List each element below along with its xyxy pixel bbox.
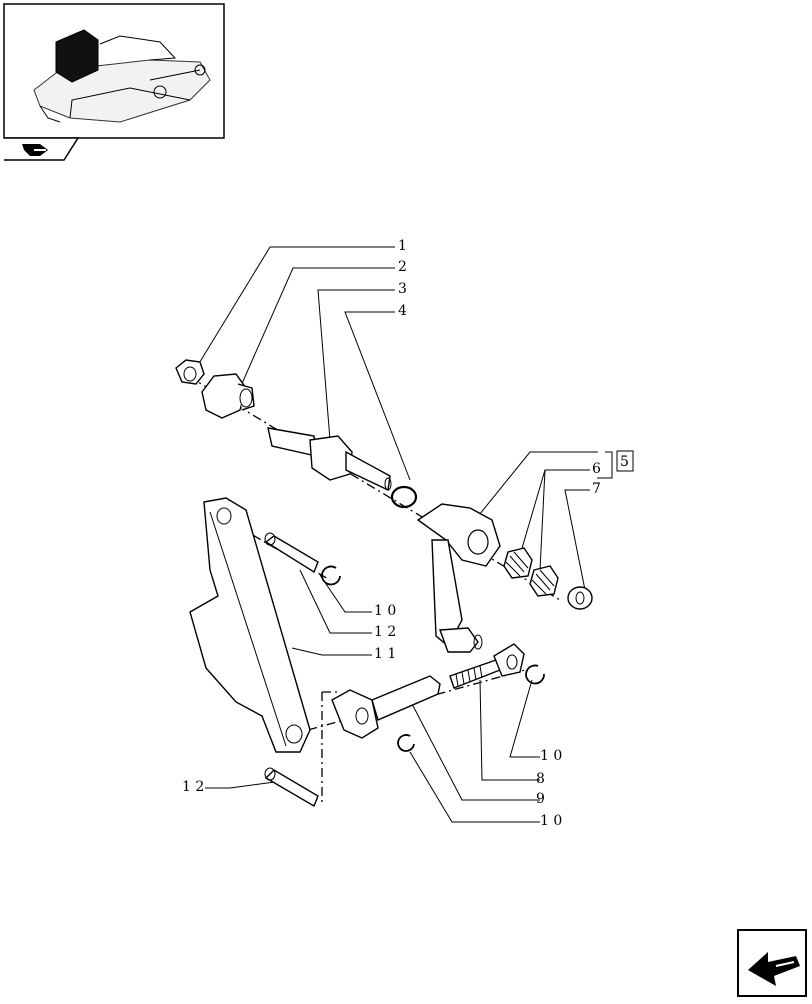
callout-10-right: 1 0 xyxy=(540,748,562,764)
arrow-icon xyxy=(748,952,800,986)
part-threaded-rod[interactable] xyxy=(449,643,525,689)
next-page-button[interactable] xyxy=(737,929,807,997)
leader-lines xyxy=(194,246,613,823)
callout-6: 6 xyxy=(592,461,601,477)
part-washer[interactable] xyxy=(567,586,593,610)
callout-2: 2 xyxy=(398,259,407,275)
callout-8: 8 xyxy=(536,771,545,787)
part-snap-ring-lower[interactable] xyxy=(397,734,415,752)
callout-11: 1 1 xyxy=(374,646,396,662)
callout-7: 7 xyxy=(592,481,601,497)
locator-thumbnail[interactable] xyxy=(3,3,225,139)
part-nut[interactable] xyxy=(175,359,205,385)
callout-5: 5 xyxy=(620,454,629,470)
part-lever-arm[interactable] xyxy=(416,503,501,653)
section-tab[interactable] xyxy=(4,137,80,161)
callout-9: 9 xyxy=(536,791,545,807)
part-o-ring[interactable] xyxy=(390,485,418,509)
callout-10-lower: 1 0 xyxy=(540,813,562,829)
part-shaft[interactable] xyxy=(267,427,392,492)
callout-3: 3 xyxy=(398,281,407,297)
callout-labels: 1 2 3 4 5 6 7 8 9 1 0 1 0 1 0 1 1 1 2 1 … xyxy=(182,238,634,829)
part-plate[interactable] xyxy=(189,497,311,753)
part-adjuster-rod[interactable] xyxy=(331,675,441,739)
part-pin-lower[interactable] xyxy=(264,767,319,808)
callout-12-upper: 1 2 xyxy=(374,624,396,640)
callout-1: 1 xyxy=(398,238,407,254)
part-pin-upper[interactable] xyxy=(264,532,319,574)
callout-10-upper: 1 0 xyxy=(374,603,396,619)
part-needle-bearings[interactable] xyxy=(503,547,559,597)
part-bushing[interactable] xyxy=(201,373,255,419)
part-snap-ring-upper[interactable] xyxy=(321,565,341,586)
callout-4: 4 xyxy=(398,303,407,319)
callout-12-lower: 1 2 xyxy=(182,779,204,795)
callout-5-box xyxy=(616,450,634,472)
part-snap-ring-right[interactable] xyxy=(525,664,545,685)
